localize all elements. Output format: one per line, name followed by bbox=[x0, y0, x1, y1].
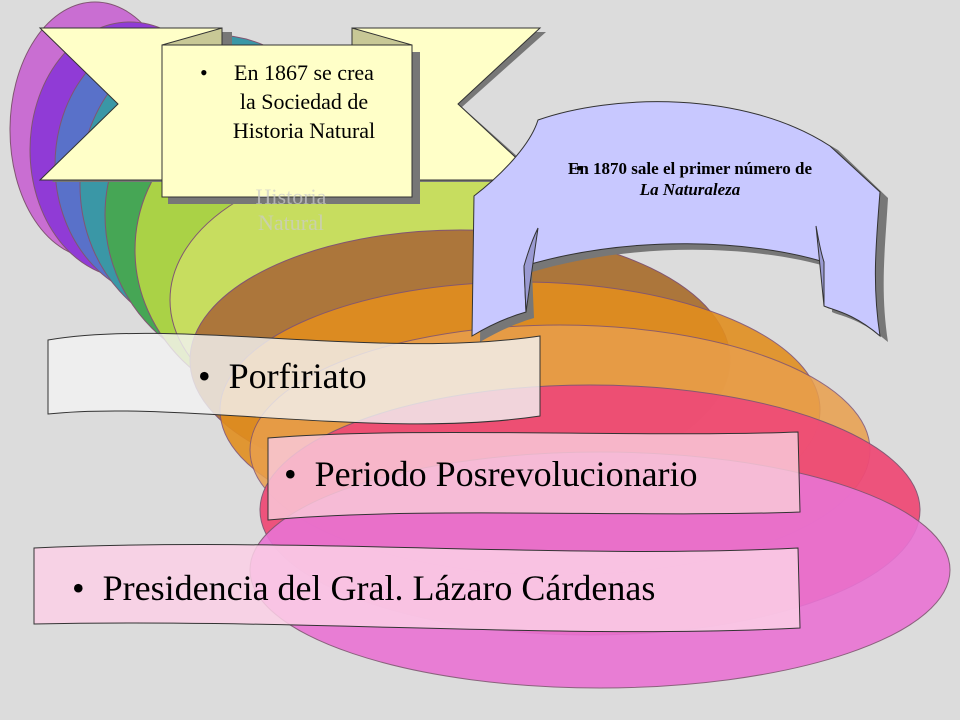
yellow-ribbon bbox=[38, 27, 546, 204]
blue-banner-fold-left bbox=[523, 227, 539, 313]
blue-banner-bullet: • bbox=[576, 159, 582, 178]
ribbon-text: En 1867 se crea la Sociedad de Historia … bbox=[232, 60, 376, 143]
band-posrevolucionario-label: Periodo Posrevolucionario bbox=[284, 454, 698, 494]
blue-banner-text: En 1870 sale el primer número de La Natu… bbox=[568, 159, 812, 199]
band-cardenas-label: Presidencia del Gral. Lázaro Cárdenas bbox=[72, 568, 656, 608]
blue-banner bbox=[471, 101, 888, 342]
ribbon-text-block: • En 1867 se crea la Sociedad de Histori… bbox=[190, 58, 390, 145]
ribbon-center bbox=[161, 44, 413, 198]
blue-banner-body bbox=[471, 101, 881, 338]
band-porfiriato-label: Porfiriato bbox=[198, 356, 367, 396]
blue-banner-text-part1: En 1870 sale el primer número de bbox=[568, 159, 812, 178]
blue-banner-text-title: La Naturaleza bbox=[639, 180, 741, 199]
blue-banner-fold-right bbox=[815, 225, 825, 307]
ribbon-echo-text: Historia Natural bbox=[255, 184, 327, 235]
blue-banner-text-block: • En 1870 sale el primer número de La Na… bbox=[560, 158, 820, 200]
ribbon-bullet: • bbox=[200, 60, 208, 85]
